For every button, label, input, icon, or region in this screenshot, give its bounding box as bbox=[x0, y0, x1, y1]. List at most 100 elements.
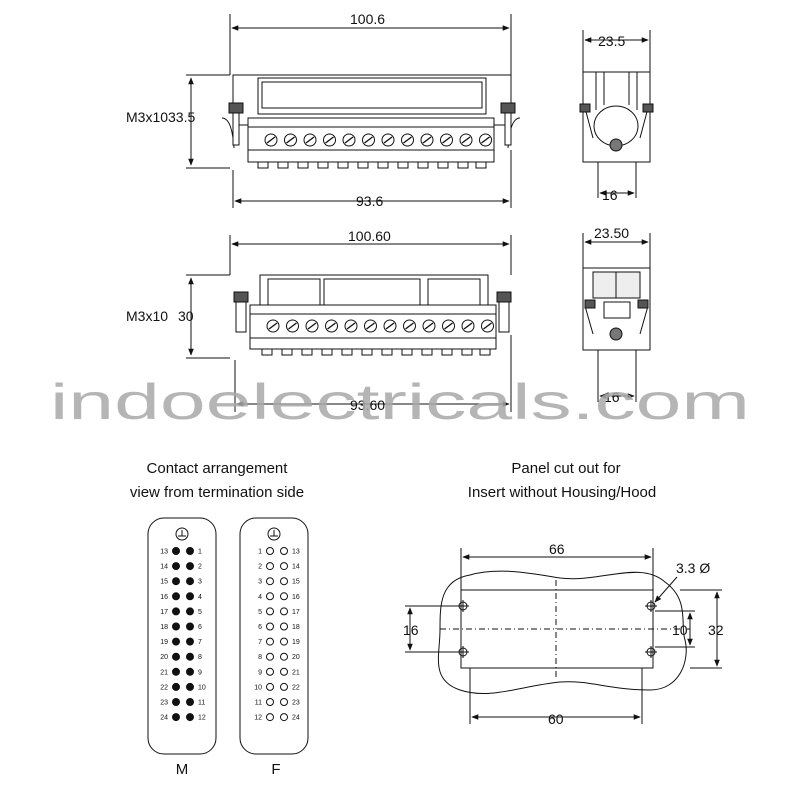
contact-title-line2: view from termination side bbox=[130, 484, 304, 501]
female-ground-icon bbox=[267, 527, 281, 541]
terminal-screw-slot bbox=[325, 136, 334, 144]
contact-pin bbox=[266, 713, 274, 722]
contact-number: 8 bbox=[198, 654, 202, 661]
contact-pin bbox=[266, 698, 274, 706]
contact-number: 4 bbox=[258, 594, 262, 601]
contact-pin bbox=[280, 637, 288, 646]
contact-pin bbox=[172, 577, 180, 586]
mid-side-view bbox=[582, 233, 651, 402]
contact-pin bbox=[266, 667, 274, 676]
contact-pin bbox=[172, 698, 180, 706]
terminal-screw-slot bbox=[442, 136, 451, 144]
contact-number: 2 bbox=[198, 564, 202, 571]
contact-number: 4 bbox=[198, 594, 202, 601]
mid-front-width-label: 100.60 bbox=[348, 228, 391, 244]
top-side-bottom-label: 16 bbox=[602, 187, 618, 203]
contact-pin bbox=[266, 562, 274, 571]
terminal-screw-slot bbox=[461, 136, 471, 144]
contact-number: 23 bbox=[292, 700, 300, 707]
contact-pin bbox=[280, 607, 288, 616]
terminal-screw-slot bbox=[383, 136, 393, 144]
contact-number: 1 bbox=[198, 549, 202, 556]
contact-pin bbox=[172, 652, 180, 661]
contact-pin bbox=[172, 592, 180, 601]
contact-number: 9 bbox=[258, 669, 262, 676]
terminal-screw-slot bbox=[266, 136, 276, 144]
contact-number: 24 bbox=[160, 715, 168, 722]
contact-number: 7 bbox=[258, 639, 262, 646]
contact-number: 16 bbox=[292, 594, 300, 601]
terminal-screw-slot bbox=[288, 322, 297, 330]
contact-number: 10 bbox=[198, 684, 206, 691]
panel-cutout-drawing bbox=[405, 548, 722, 724]
panel-title-line1: Panel cut out for bbox=[511, 460, 620, 477]
contact-title-line1: Contact arrangement bbox=[147, 460, 289, 477]
top-front-width-label: 100.6 bbox=[350, 11, 385, 27]
contact-pin bbox=[280, 562, 288, 571]
watermark-text: indoelectricals.com bbox=[50, 374, 750, 430]
terminal-screw-slot bbox=[344, 136, 354, 144]
contact-number: 5 bbox=[198, 609, 202, 616]
contact-number: 16 bbox=[160, 594, 168, 601]
terminal-screw-slot bbox=[286, 136, 295, 144]
contact-number: 1 bbox=[258, 549, 262, 556]
contact-number: 11 bbox=[198, 700, 205, 707]
contact-number: 15 bbox=[292, 579, 300, 586]
mid-front-screws bbox=[266, 319, 494, 333]
terminal-screw-slot bbox=[305, 136, 315, 144]
contact-number: 18 bbox=[160, 624, 168, 631]
contact-pin bbox=[172, 637, 180, 646]
male-insert-outline bbox=[147, 517, 217, 755]
contact-pin bbox=[280, 622, 288, 631]
contact-pin bbox=[280, 577, 288, 586]
contact-pin bbox=[172, 607, 180, 616]
contact-pin bbox=[172, 713, 180, 722]
contact-number: 18 bbox=[292, 624, 300, 631]
contact-number: 20 bbox=[292, 654, 300, 661]
contact-pin bbox=[280, 713, 288, 722]
contact-pin bbox=[280, 652, 288, 661]
mid-side-width-label: 23.50 bbox=[594, 225, 629, 241]
panel-hole-label: 3.3 Ø bbox=[676, 560, 710, 576]
contact-pin bbox=[266, 622, 274, 631]
top-side-width-label: 23.5 bbox=[598, 33, 625, 49]
terminal-screw-slot bbox=[327, 322, 336, 330]
contact-pin bbox=[266, 547, 274, 555]
contact-pin bbox=[186, 607, 194, 616]
male-ground-icon bbox=[175, 527, 189, 541]
contact-pin bbox=[186, 637, 194, 646]
contact-pin bbox=[280, 547, 288, 555]
panel-title-line2: Insert without Housing/Hood bbox=[468, 484, 656, 501]
terminal-screw-slot bbox=[307, 322, 317, 330]
terminal-screw-slot bbox=[403, 136, 412, 144]
terminal-screw-slot bbox=[463, 322, 473, 330]
contact-pin bbox=[172, 622, 180, 631]
contact-number: 22 bbox=[160, 684, 168, 691]
contact-number: 14 bbox=[160, 564, 168, 571]
contact-pin bbox=[186, 592, 194, 601]
contact-number: 23 bbox=[160, 700, 168, 707]
terminal-screw-slot bbox=[385, 322, 395, 330]
contact-number: 21 bbox=[160, 669, 168, 676]
terminal-screw-slot bbox=[268, 322, 278, 330]
contact-number: 12 bbox=[254, 715, 262, 722]
contact-pin bbox=[280, 667, 288, 676]
contact-number: 24 bbox=[292, 715, 300, 722]
mid-front-height-label: 30 bbox=[178, 308, 194, 324]
contact-number: 19 bbox=[292, 639, 300, 646]
contact-number: 3 bbox=[258, 579, 262, 586]
contact-number: 5 bbox=[258, 609, 262, 616]
contact-number: 14 bbox=[292, 564, 300, 571]
top-front-bottom-label: 93.6 bbox=[356, 193, 383, 209]
mid-front-screw-label: M3x10 bbox=[126, 308, 168, 324]
contact-pin bbox=[266, 637, 274, 646]
terminal-screw-slot bbox=[481, 136, 490, 144]
contact-number: 8 bbox=[258, 654, 262, 661]
contact-pin bbox=[186, 713, 194, 722]
contact-number: 17 bbox=[292, 609, 300, 616]
contact-pin bbox=[186, 562, 194, 571]
contact-number: 3 bbox=[198, 579, 202, 586]
